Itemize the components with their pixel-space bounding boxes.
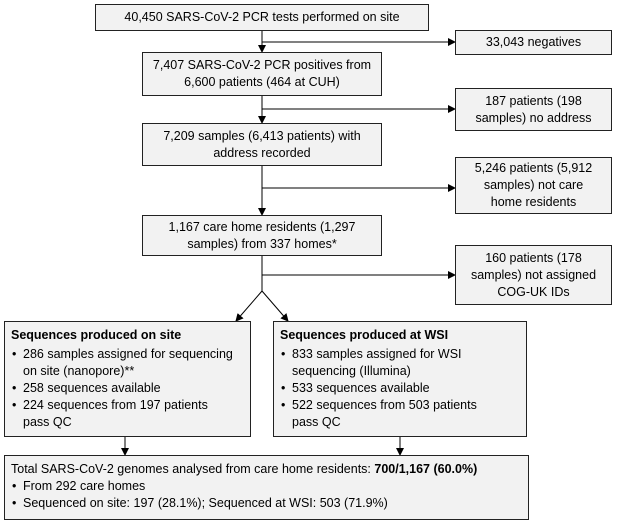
wsi-title: Sequences produced at WSI	[280, 328, 449, 342]
no-address-line-2: samples) no address	[475, 110, 592, 125]
not-assigned-box: 160 patients (178 samples) not assigned …	[455, 245, 612, 305]
onsite-item-1-line-1: 286 samples assigned for sequencing	[23, 347, 233, 361]
positives-box: 7,407 SARS-CoV-2 PCR positives from 6,60…	[142, 52, 382, 96]
total-item: Sequenced on site: 197 (28.1%); Sequence…	[11, 495, 522, 512]
total-box: Total SARS-CoV-2 genomes analysed from c…	[4, 455, 529, 520]
onsite-list: 286 samples assigned for sequencing on s…	[11, 346, 244, 431]
onsite-box: Sequences produced on site 286 samples a…	[4, 321, 251, 437]
address-line-2: address recorded	[213, 145, 311, 160]
wsi-item-3-line-1: 522 sequences from 503 patients	[292, 398, 477, 412]
care-home-box: 1,167 care home residents (1,297 samples…	[142, 215, 382, 256]
onsite-title: Sequences produced on site	[11, 328, 182, 342]
wsi-item: 833 samples assigned for WSI sequencing …	[280, 346, 520, 380]
arrow-split-to-wsi	[261, 290, 289, 322]
wsi-list: 833 samples assigned for WSI sequencing …	[280, 346, 520, 431]
not-care-home-line-1: 5,246 patients (5,912	[474, 161, 593, 175]
total-item: From 292 care homes	[11, 478, 522, 495]
not-assigned-line-1: 160 patients (178	[485, 250, 582, 265]
onsite-item: 224 sequences from 197 patients pass QC	[11, 397, 244, 431]
no-address-line-1: 187 patients (198	[485, 93, 582, 108]
care-home-line-2: samples) from 337 homes*	[187, 236, 337, 251]
positives-line-2: 6,600 patients (464 at CUH)	[184, 75, 340, 89]
onsite-item-3-line-2: pass QC	[23, 415, 72, 429]
total-emphasis: 700/1,167 (60.0%)	[374, 462, 478, 476]
onsite-item: 286 samples assigned for sequencing on s…	[11, 346, 244, 380]
tests-line-1: 40,450 SARS-CoV-2 PCR tests performed on…	[124, 10, 400, 24]
wsi-box: Sequences produced at WSI 833 samples as…	[273, 321, 527, 437]
wsi-item: 522 sequences from 503 patients pass QC	[280, 397, 520, 431]
not-assigned-line-3: COG-UK IDs	[497, 284, 570, 299]
total-lead: Total SARS-CoV-2 genomes analysed from c…	[11, 462, 375, 476]
onsite-item-3-line-1: 224 sequences from 197 patients	[23, 398, 208, 412]
not-care-home-line-2: samples) not care	[483, 178, 584, 192]
positives-line-1: 7,407 SARS-CoV-2 PCR positives from	[152, 58, 372, 72]
arrow-split-to-onsite	[235, 290, 263, 322]
care-home-line-1: 1,167 care home residents (1,297	[168, 219, 356, 234]
wsi-item-2-line-1: 533 sequences available	[292, 381, 430, 395]
onsite-item-1-line-2: on site (nanopore)**	[23, 364, 135, 378]
total-heading: Total SARS-CoV-2 genomes analysed from c…	[11, 461, 522, 478]
total-list: From 292 care homes Sequenced on site: 1…	[11, 478, 522, 512]
tests-box: 40,450 SARS-CoV-2 PCR tests performed on…	[95, 4, 429, 31]
wsi-item-3-line-2: pass QC	[292, 415, 341, 429]
not-assigned-line-2: samples) not assigned	[470, 267, 597, 282]
total-item-2-line-1: Sequenced on site: 197 (28.1%); Sequence…	[23, 496, 388, 510]
wsi-item: 533 sequences available	[280, 380, 520, 397]
onsite-item-2-line-1: 258 sequences available	[23, 381, 161, 395]
total-item-1-line-1: From 292 care homes	[23, 479, 146, 493]
no-address-box: 187 patients (198 samples) no address	[455, 88, 612, 131]
wsi-item-1-line-1: 833 samples assigned for WSI	[292, 347, 462, 361]
not-care-home-line-3: home residents	[490, 195, 577, 209]
onsite-item: 258 sequences available	[11, 380, 244, 397]
address-box: 7,209 samples (6,413 patients) with addr…	[142, 123, 382, 166]
wsi-item-1-line-2: sequencing (Illumina)	[292, 364, 411, 378]
negatives-line-1: 33,043 negatives	[485, 35, 582, 49]
negatives-box: 33,043 negatives	[455, 30, 612, 55]
not-care-home-box: 5,246 patients (5,912 samples) not care …	[455, 157, 612, 214]
address-line-1: 7,209 samples (6,413 patients) with	[163, 128, 361, 143]
